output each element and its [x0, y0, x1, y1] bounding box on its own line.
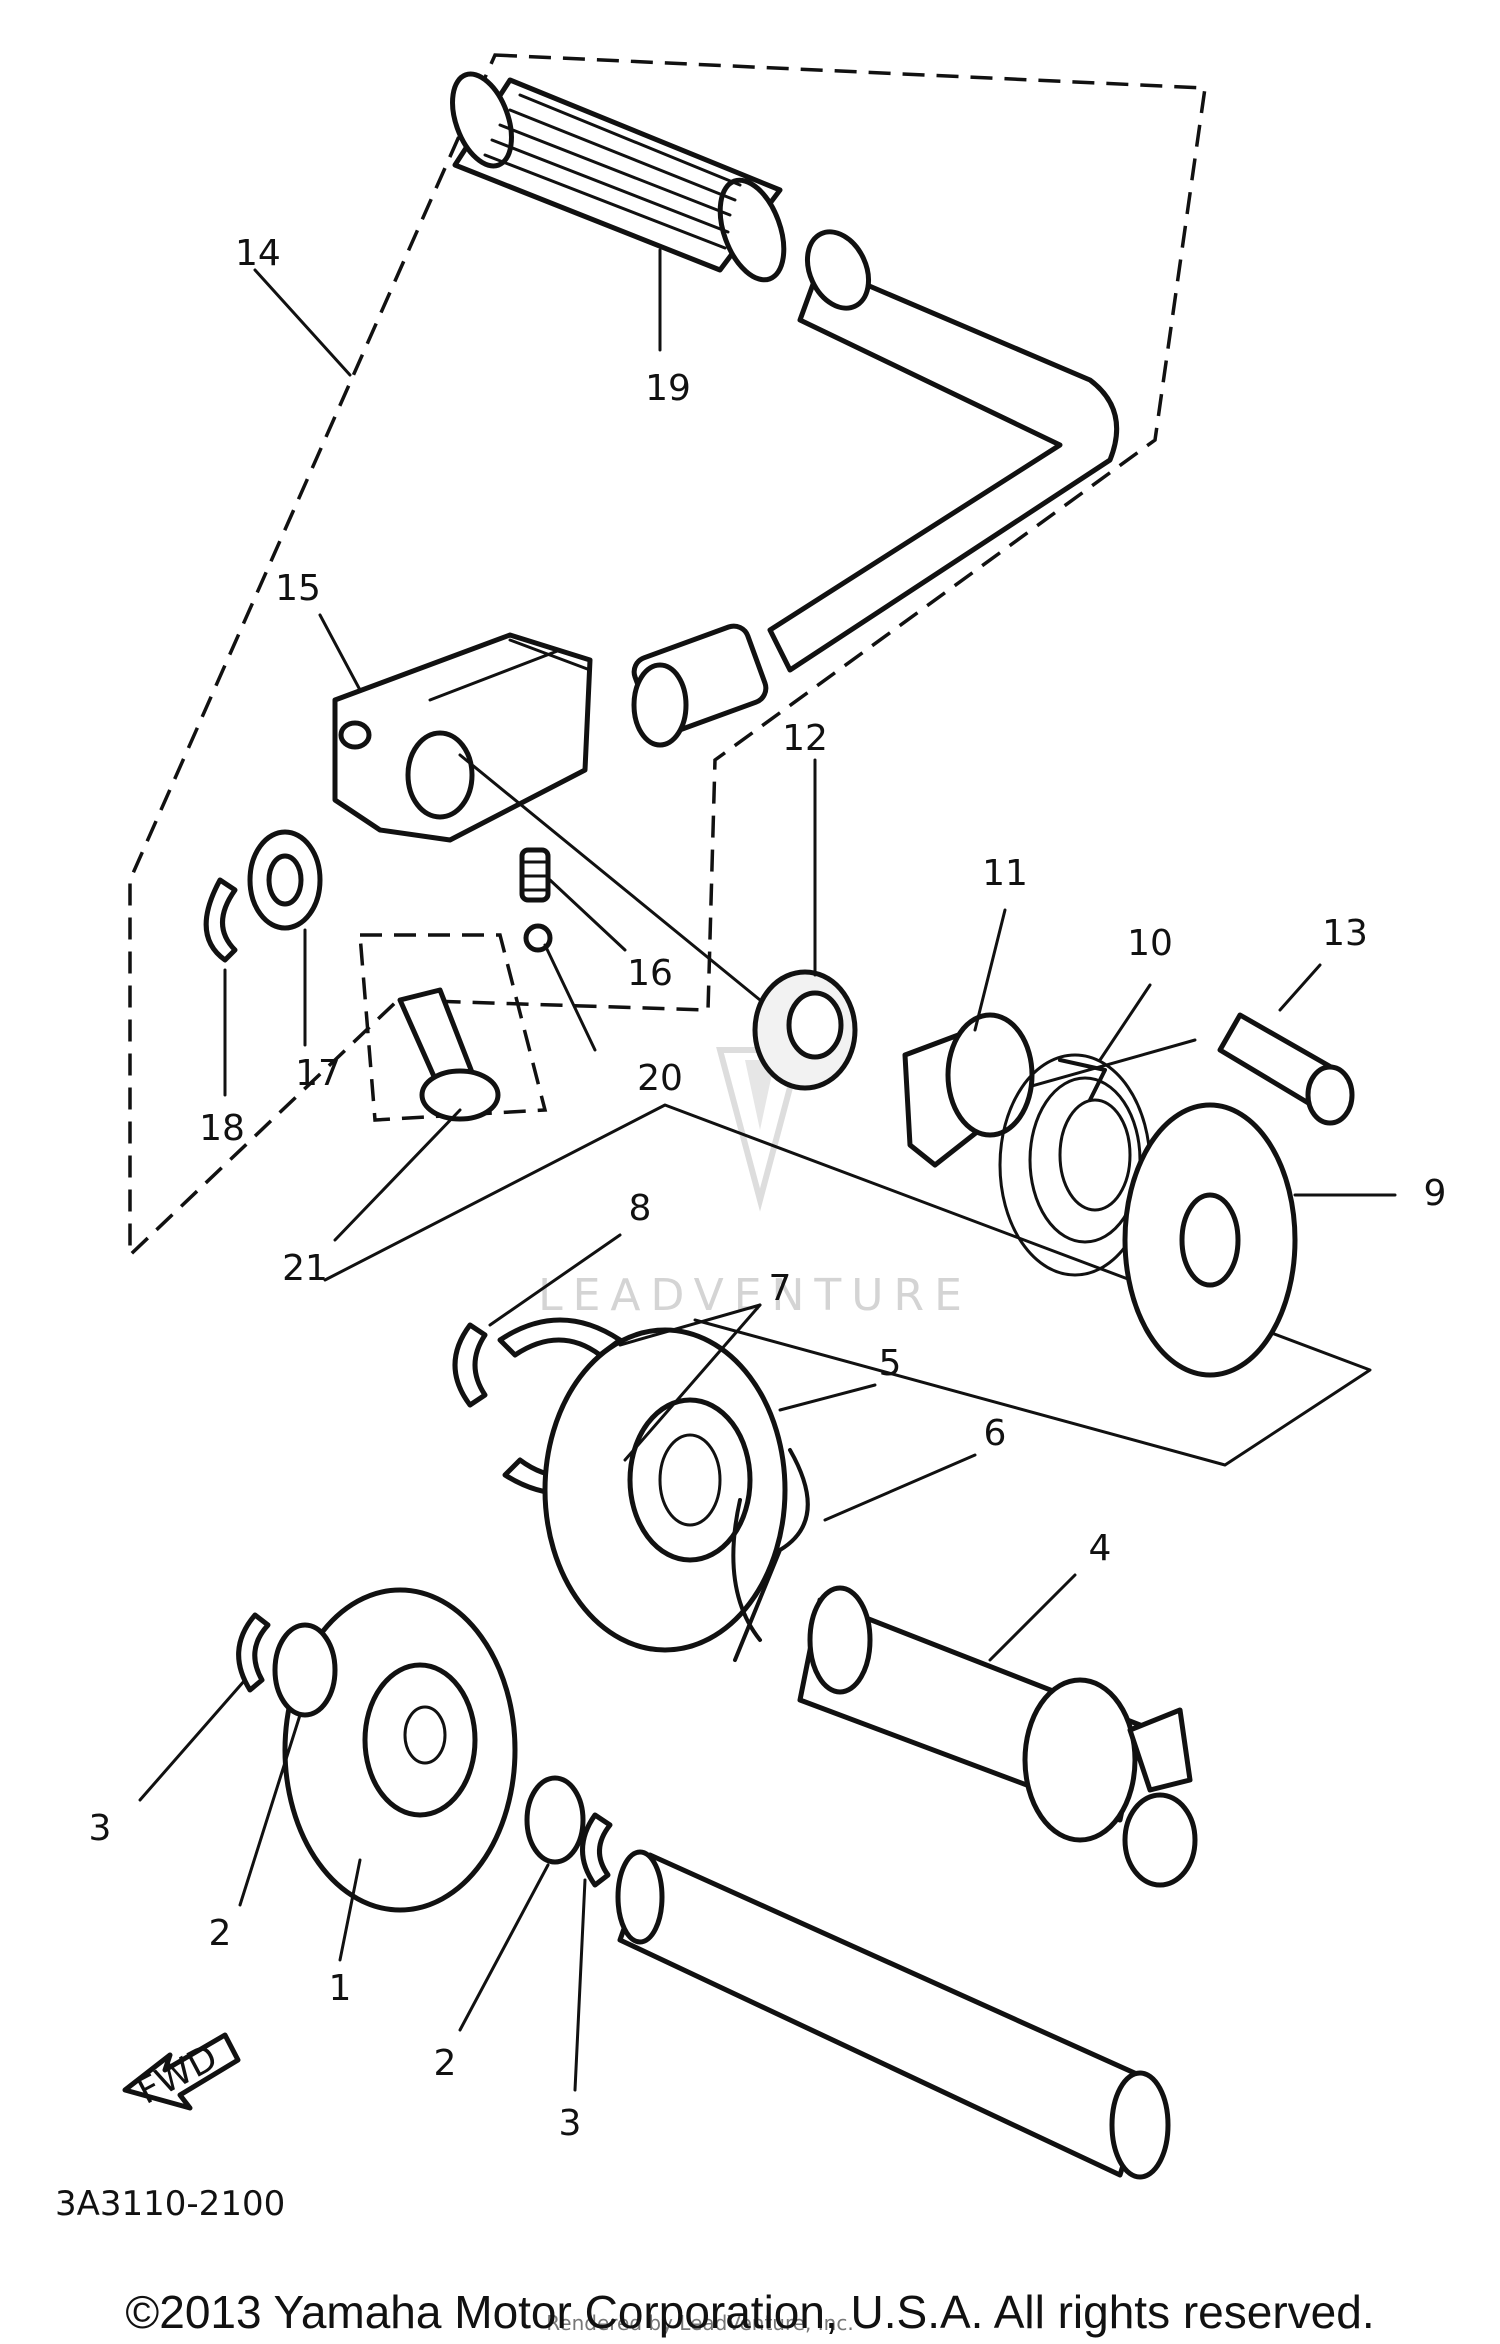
circlip-18: [203, 877, 238, 963]
callout-3-right: 3: [559, 2103, 582, 2144]
watermark-text: LEADVENTURE: [538, 1270, 972, 1321]
washer-2-right: [524, 1775, 586, 1865]
ball-group-boundary: [358, 933, 548, 1122]
callout-1: 1: [329, 1968, 352, 2009]
callout-20: 20: [637, 1058, 683, 1099]
callout-18: 18: [199, 1108, 245, 1149]
diagram-code: 3A3110-2100: [55, 2184, 285, 2224]
spring-guide: [902, 1012, 1035, 1168]
kick-crank-assembly-boundary: [128, 53, 1208, 1260]
plate-washer: [1122, 1102, 1298, 1378]
kick-grip: [450, 71, 787, 283]
callout-9: 9: [1424, 1173, 1447, 1214]
shaft-assembly-boundary: [323, 1103, 1372, 1467]
callout-8: 8: [629, 1188, 652, 1229]
kick-boss: [332, 632, 593, 843]
fwd-arrow: FWD: [122, 2032, 241, 2113]
kick-gear: [542, 1327, 788, 1653]
kick-crank-arm: [631, 229, 1120, 748]
callout-21: 21: [282, 1248, 328, 1289]
circlip-8: [452, 1322, 488, 1408]
main-shaft: [615, 1849, 1171, 2180]
callout-14: 14: [235, 233, 281, 274]
oil-seal: [752, 969, 858, 1091]
spring-clip: [731, 1448, 810, 1662]
callout-17: 17: [295, 1053, 341, 1094]
kick-axle: [797, 1585, 1198, 1888]
rendered-by-text: Rendered by LeadVenture, Inc.: [546, 2311, 853, 2335]
callout-2-left: 2: [209, 1913, 232, 1954]
callout-5: 5: [879, 1343, 902, 1384]
spring: [519, 847, 551, 903]
callout-16: 16: [627, 953, 673, 994]
callout-4: 4: [1089, 1528, 1112, 1569]
callout-10: 10: [1127, 923, 1173, 964]
washer-2-left: [272, 1622, 338, 1718]
callout-11: 11: [982, 853, 1028, 894]
callout-6: 6: [984, 1413, 1007, 1454]
callout-3-left: 3: [89, 1808, 112, 1849]
callout-13: 13: [1322, 913, 1368, 954]
callout-7: 7: [769, 1268, 792, 1309]
leader-lines: [138, 248, 1397, 2092]
circlip-3-right: [580, 1812, 613, 1888]
watermark: LEADVENTURE: [538, 1047, 972, 1321]
callout-12: 12: [782, 718, 828, 759]
callout-19: 19: [645, 368, 691, 409]
copyright-notice: ©2013 Yamaha Motor Corporation, U.S.A. A…: [125, 2286, 1375, 2338]
pin-13: [1217, 1012, 1355, 1126]
bolt: [397, 987, 501, 1122]
callout-labels: 14 19 15 12 11 10 13 16 20 17 18 21 9 8 …: [89, 233, 1447, 2144]
callout-2-right: 2: [434, 2043, 457, 2084]
circlip-3-left: [236, 1612, 271, 1693]
washer-17: [247, 829, 323, 931]
callout-15: 15: [275, 568, 321, 609]
idle-gear: [282, 1587, 518, 1913]
